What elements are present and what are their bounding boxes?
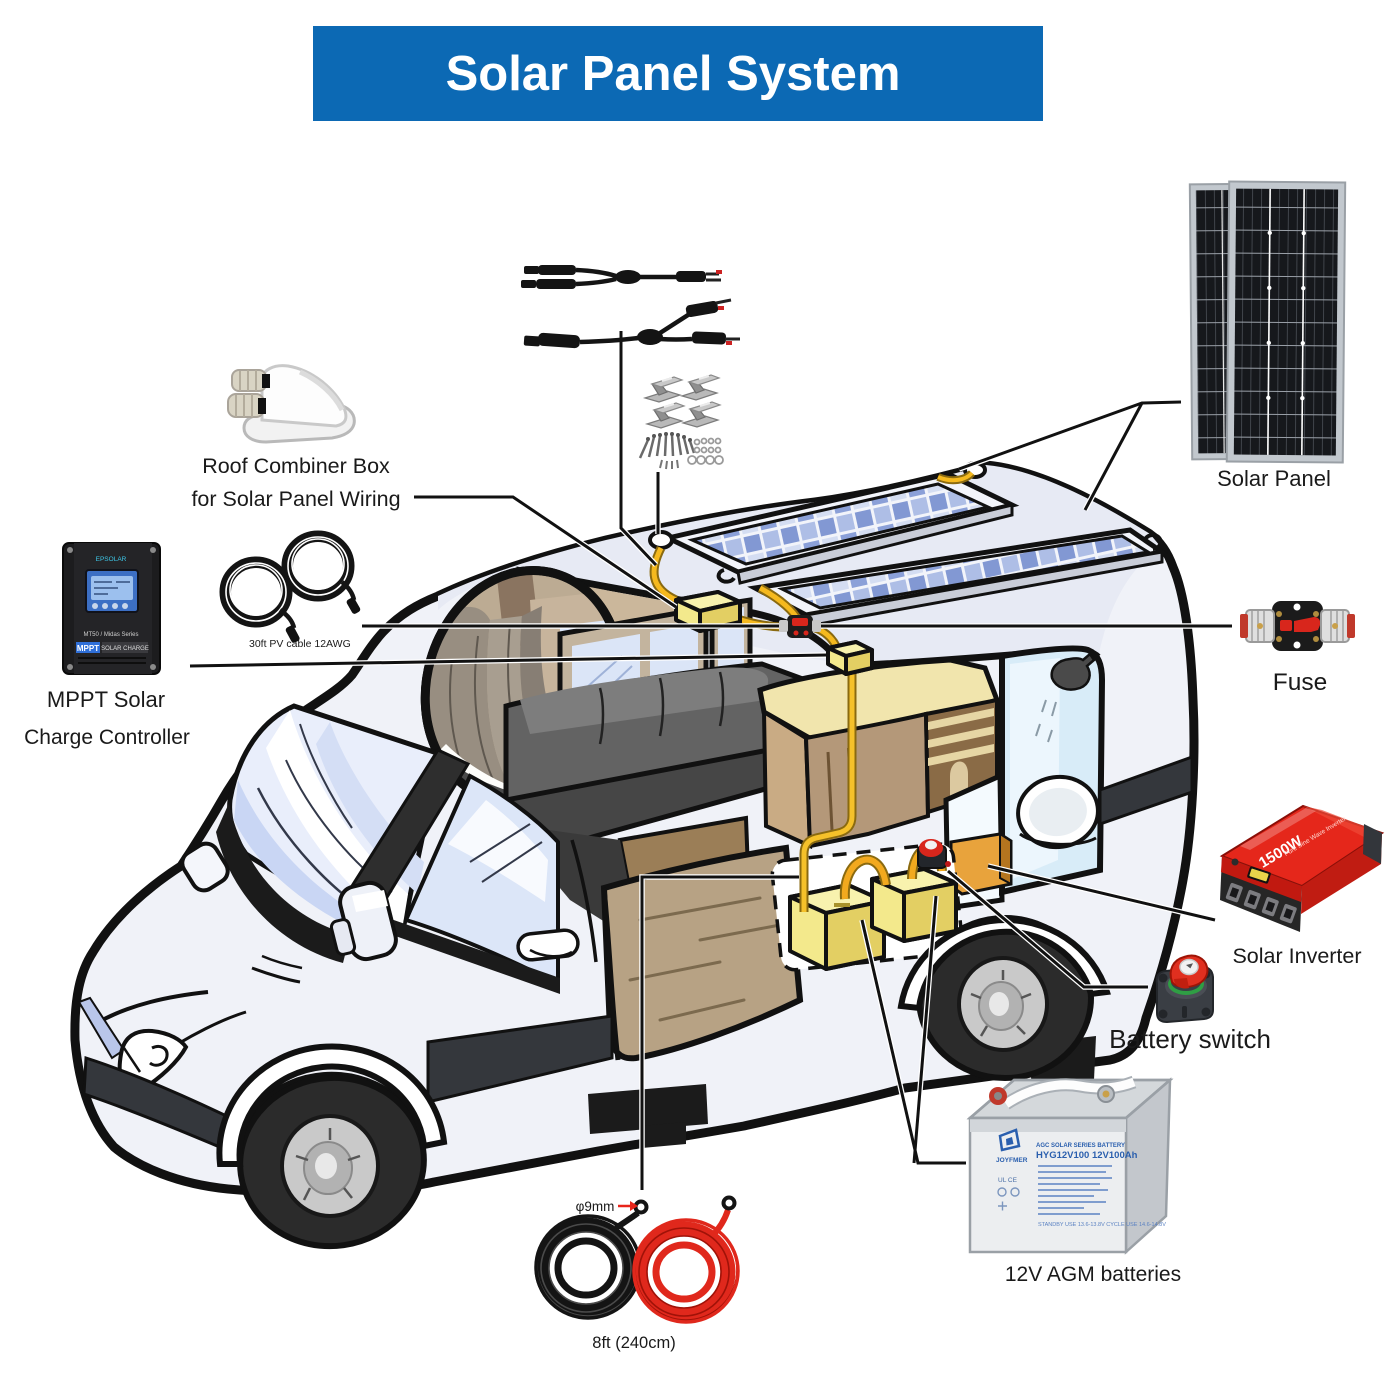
svg-text:MT50 / Midas Series: MT50 / Midas Series [83,632,138,638]
svg-text:UL CE: UL CE [998,1177,1018,1184]
svg-text:Charge Controller: Charge Controller [24,726,190,749]
svg-text:30ft PV cable 12AWG: 30ft PV cable 12AWG [249,638,351,650]
svg-text:MPPT: MPPT [77,644,99,653]
svg-text:12V AGM batteries: 12V AGM batteries [1005,1263,1181,1286]
svg-text:Solar Panel: Solar Panel [1217,466,1331,491]
svg-text:Solar Panel System: Solar Panel System [446,47,901,101]
svg-text:φ9mm: φ9mm [576,1199,615,1214]
svg-text:MPPT Solar: MPPT Solar [47,687,165,712]
svg-text:Solar Inverter: Solar Inverter [1232,944,1361,968]
svg-text:HYG12V100 12V100Ah: HYG12V100 12V100Ah [1036,1150,1138,1161]
svg-text:8ft (240cm): 8ft (240cm) [592,1334,675,1352]
svg-text:JOYFMER: JOYFMER [996,1157,1028,1164]
svg-text:AGC SOLAR SERIES BATTERY: AGC SOLAR SERIES BATTERY [1036,1143,1125,1149]
svg-text:Fuse: Fuse [1273,669,1327,696]
svg-text:for Solar Panel Wiring: for Solar Panel Wiring [191,487,400,511]
svg-text:EPSOLAR: EPSOLAR [96,556,127,563]
svg-text:Battery switch: Battery switch [1109,1024,1271,1054]
svg-text:Roof Combiner Box: Roof Combiner Box [202,454,390,478]
svg-text:STANDBY USE 13.6-13.8V CYCLE: STANDBY USE 13.6-13.8V CYCLE USE 14.6-14… [1038,1222,1166,1228]
svg-text:SOLAR CHARGE: SOLAR CHARGE [101,646,149,652]
